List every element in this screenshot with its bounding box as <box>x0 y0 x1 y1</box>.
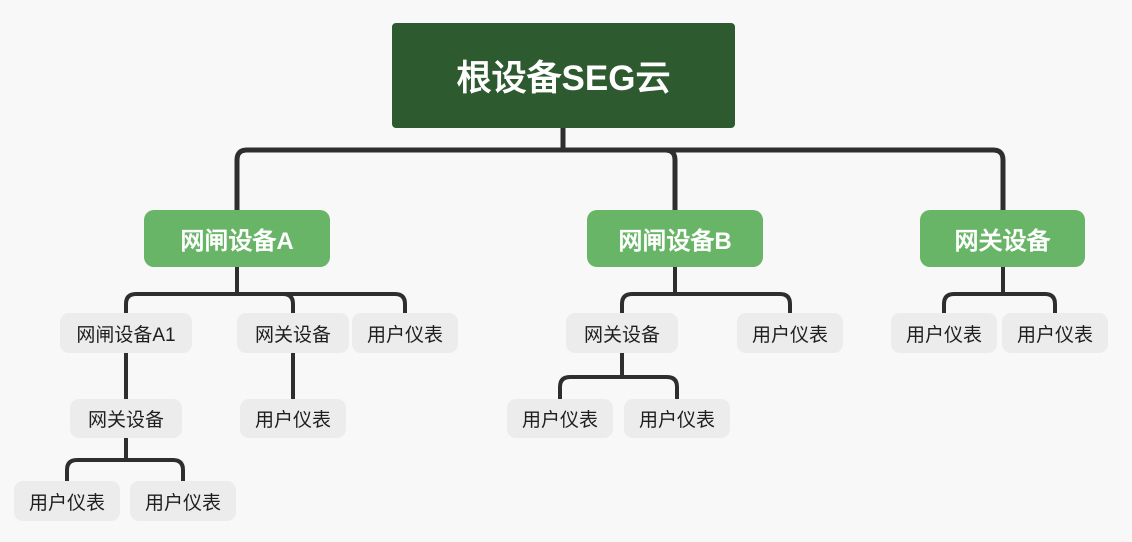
node-gateway-under-a[interactable]: 网关设备 <box>237 313 349 353</box>
node-user-meter-b1-2[interactable]: 用户仪表 <box>624 399 730 438</box>
node-user-meter-a1-1[interactable]: 用户仪表 <box>14 481 120 521</box>
node-user-meter-b2[interactable]: 用户仪表 <box>737 313 843 353</box>
node-user-meter-a1-2[interactable]: 用户仪表 <box>130 481 236 521</box>
connector-gateway-a1-children <box>65 437 185 481</box>
node-root-seg-cloud[interactable]: 根设备SEG云 <box>392 23 735 128</box>
connector-branch-a-children <box>124 265 407 314</box>
node-user-meter-b1-1[interactable]: 用户仪表 <box>507 399 613 438</box>
node-user-meter-g2[interactable]: 用户仪表 <box>1002 313 1108 353</box>
connector-branch-gateway-children <box>942 265 1057 314</box>
node-user-meter-a3[interactable]: 用户仪表 <box>352 313 458 353</box>
node-user-meter-a2-1[interactable]: 用户仪表 <box>240 399 346 438</box>
node-gatekeeper-a[interactable]: 网闸设备A <box>144 210 330 267</box>
connector-root-to-branches <box>234 126 1006 210</box>
node-gateway-right[interactable]: 网关设备 <box>920 210 1085 267</box>
node-gatekeeper-a1[interactable]: 网闸设备A1 <box>60 313 192 353</box>
connector-branch-b-children <box>620 265 792 314</box>
node-user-meter-g1[interactable]: 用户仪表 <box>891 313 997 353</box>
node-gateway-under-a1[interactable]: 网关设备 <box>70 399 182 438</box>
node-gateway-under-b[interactable]: 网关设备 <box>566 313 678 353</box>
node-gatekeeper-b[interactable]: 网闸设备B <box>587 210 763 267</box>
connector-gateway-b-children <box>558 352 679 399</box>
